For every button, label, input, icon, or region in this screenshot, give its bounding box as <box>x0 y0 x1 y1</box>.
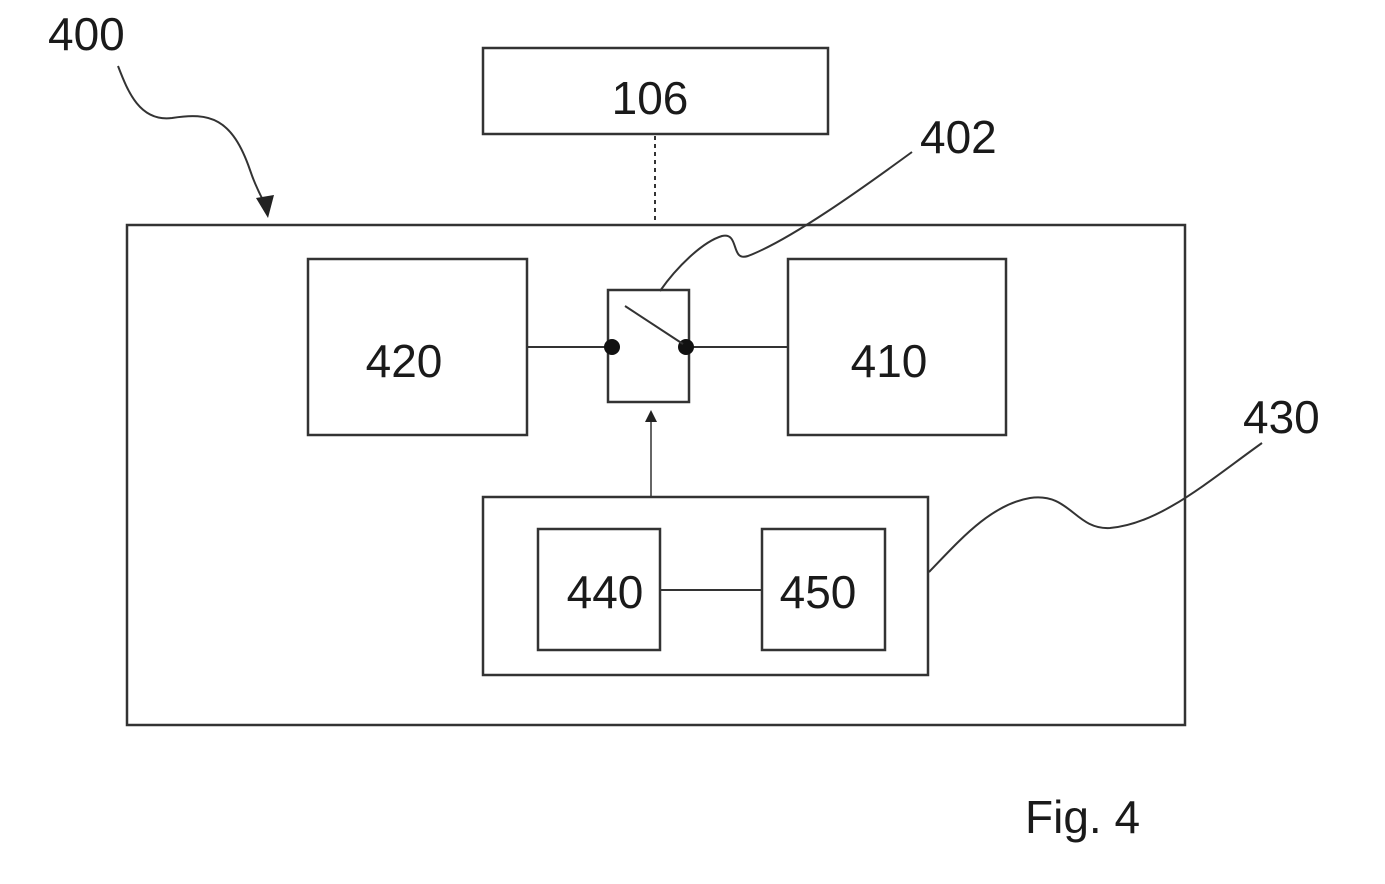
block-410-label: 410 <box>851 335 928 387</box>
controller-reference-label: 430 <box>1243 391 1320 443</box>
figure-caption: Fig. 4 <box>1025 791 1140 843</box>
system-leader-line <box>118 66 266 206</box>
switch-leader-line <box>660 152 912 291</box>
switch-lever <box>625 306 683 344</box>
system-leader-arrowhead <box>256 195 274 218</box>
controller-block-430 <box>483 497 928 675</box>
switch-402 <box>608 290 689 402</box>
block-420-label: 420 <box>366 335 443 387</box>
switch-reference-label: 402 <box>920 111 997 163</box>
system-reference-label: 400 <box>48 8 125 60</box>
switch-contact-left <box>604 339 620 355</box>
external-block-label: 106 <box>612 72 689 124</box>
controller-leader-line <box>929 443 1262 572</box>
block-440-label: 440 <box>567 566 644 618</box>
block-450-label: 450 <box>780 566 857 618</box>
